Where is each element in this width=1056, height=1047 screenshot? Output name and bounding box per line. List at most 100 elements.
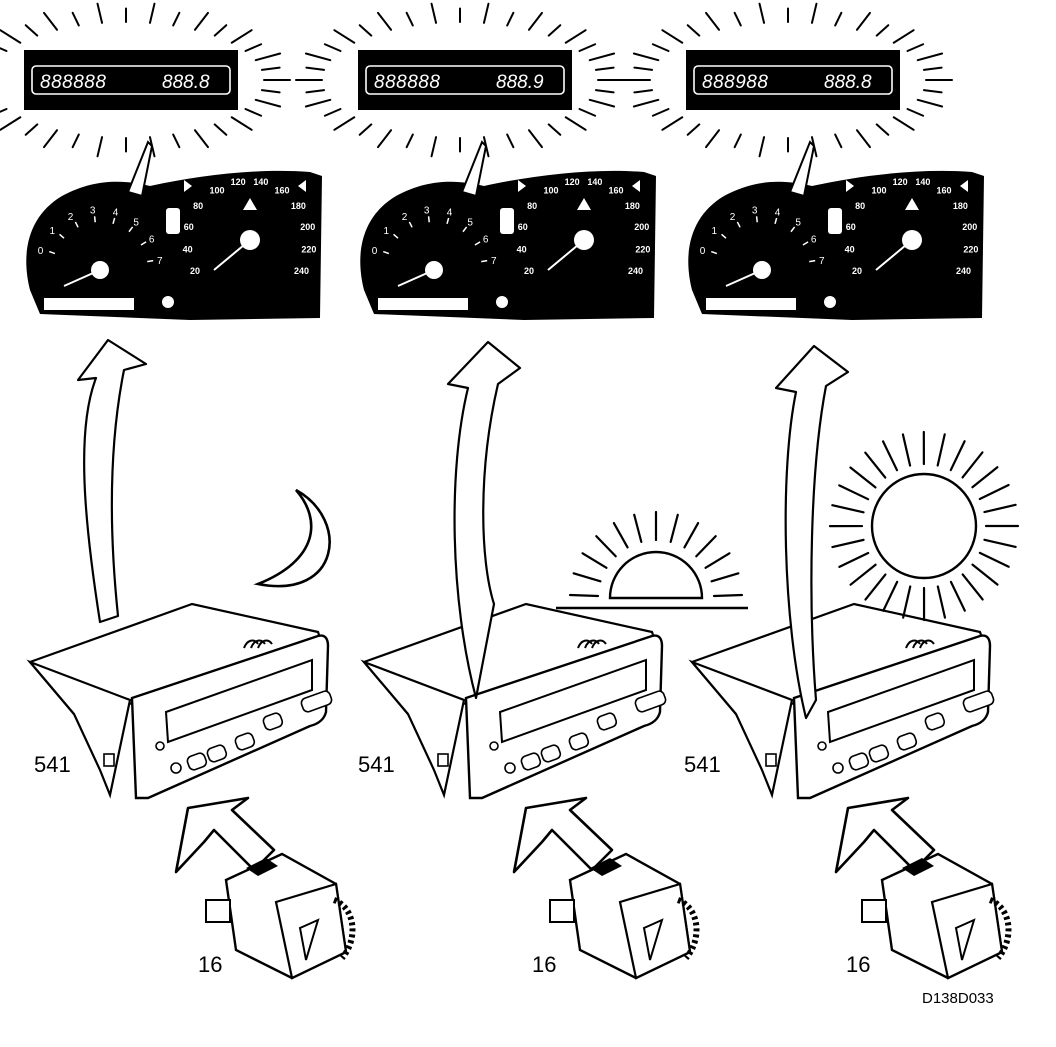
sun-ray [865,453,885,478]
glow-ray [98,137,103,156]
sun-ray [583,553,607,568]
speed-tick-label: 100 [210,186,225,196]
glow-ray [173,135,179,148]
tach-tick [147,261,153,262]
glow-ray [432,137,437,156]
glow-ray [580,44,596,51]
sun-ray [883,582,897,611]
glow-ray [26,25,38,35]
speed-tick-label: 40 [845,245,855,255]
tach-tick-label: 2 [402,212,408,223]
speed-tick-label: 40 [183,245,193,255]
tach-tick-label: 0 [700,246,706,257]
odometer-strip [378,298,468,310]
glow-ray [232,117,252,130]
glow-ray [529,130,542,147]
dimmer-switch-2 [550,854,696,978]
glow-ray [908,44,924,51]
glow-ray [378,130,391,147]
glow-ray [580,109,596,116]
glow-ray [735,135,741,148]
sun-ray [951,441,965,470]
sun-ray [903,586,910,617]
glow-ray [566,117,586,130]
glow-ray [73,135,79,148]
radio-unit-2 [364,604,667,798]
sun-ray [865,575,885,600]
sun-icon [830,432,1018,620]
sun-ray [984,540,1015,547]
glow-ray [529,13,542,30]
glow-ray [596,68,614,70]
switch-label-2: 16 [532,952,556,978]
glow-ray [662,30,682,43]
display-right-digits: 888.8 [824,72,872,93]
sun-ray [696,536,715,556]
display-right-digits: 888.8 [162,72,210,93]
glow-ray [634,68,652,70]
tach-tick-label: 4 [447,207,453,218]
glow-ray [507,135,513,148]
sun-ray [980,553,1009,567]
speed-tick-label: 200 [962,222,977,232]
speed-tick-label: 160 [936,186,951,196]
speed-tick-label: 200 [300,222,315,232]
sun-ray [938,586,945,617]
glow-ray [26,124,38,134]
speed-tick-label: 240 [628,266,643,276]
switch-connector [862,900,886,922]
glow-ray [407,135,413,148]
glow-ray [360,25,372,35]
half-sun [610,552,702,598]
sun-ray [832,505,863,512]
glow-ray [653,109,669,116]
glow-ray [378,13,391,30]
sun-ray [832,540,863,547]
speed-tick-label: 140 [253,177,268,187]
glow-ray [894,30,914,43]
figure-code: D138D033 [922,990,994,1007]
glow-ray [662,117,682,130]
glow-ray [334,117,354,130]
tach-tick-label: 0 [372,246,378,257]
panel-lower-3 [692,346,1008,978]
glow-ray [590,100,614,107]
glow-ray [590,53,614,60]
glow-ray [325,44,341,51]
sun-ray [903,434,910,465]
radio-unit-1 [30,604,333,798]
sun-ray [980,485,1009,499]
glow-ray [407,13,413,26]
warning-lamp-icon [828,208,842,234]
glow-ray [150,4,155,23]
sun-ray [951,582,965,611]
speed-tick-label: 80 [193,201,203,211]
glow-ray [924,68,942,70]
tach-tick-label: 7 [157,256,163,267]
warning-lamp-icon [500,208,514,234]
tach-tick-label: 6 [483,235,489,246]
glow-ray [256,53,280,60]
display-left-digits: 888888 [40,72,106,93]
speed-tick-label: 180 [625,201,640,211]
sun-ray [570,595,598,596]
speed-tick-label: 120 [893,177,908,187]
speed-tick-label: 20 [524,266,534,276]
panel-lower-2 [364,342,696,978]
sun-ray [671,515,678,542]
sun-ray [706,553,730,568]
switch-label-1: 16 [198,952,222,978]
glow-ray [653,44,669,51]
odometer-strip [44,298,134,310]
glow-ray [566,30,586,43]
glow-ray [706,130,719,147]
radio-unit-3 [692,604,995,798]
glow-ray [215,124,227,134]
glow-ray [306,53,330,60]
sun-ray [984,505,1015,512]
panel-lower-1 [30,340,352,978]
odometer-strip [706,298,796,310]
sun-ray [596,536,615,556]
